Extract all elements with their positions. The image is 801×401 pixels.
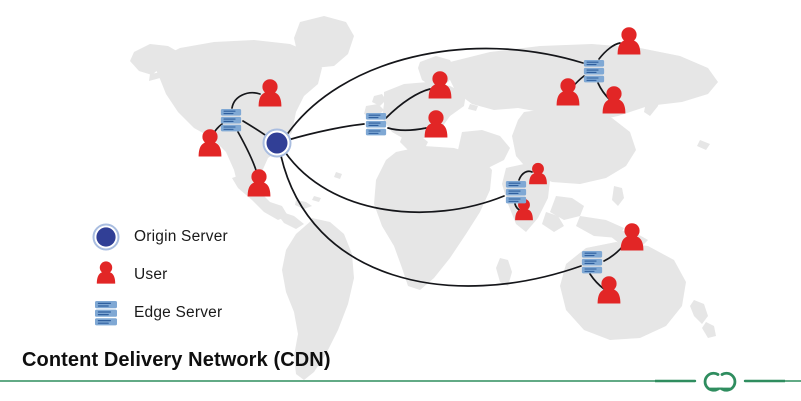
legend-item-edge-server: Edge Server [88, 294, 348, 332]
edge-server-node[interactable] [581, 250, 603, 274]
link-origin-edge-india [284, 151, 505, 214]
edge-server-icon [88, 298, 124, 328]
edge-server-node[interactable] [220, 108, 242, 132]
link-edge-india-user-1 [518, 170, 533, 181]
legend-item-user: User [88, 256, 348, 294]
world-map-background [130, 16, 718, 380]
legend-label-origin-server: Origin Server [134, 228, 228, 245]
legend-label-user: User [134, 266, 168, 283]
link-origin-edge-eu [287, 123, 365, 141]
page-title: Content Delivery Network (CDN) [22, 349, 331, 371]
user-icon [88, 260, 124, 290]
legend: Origin Server User [88, 218, 348, 332]
geeksforgeeks-logo[interactable] [655, 362, 785, 400]
legend-item-origin-server: Origin Server [88, 218, 348, 256]
edge-server-node[interactable] [505, 180, 527, 204]
link-origin-edge-asia [285, 47, 584, 137]
network-links [210, 42, 626, 290]
link-edge-eu-user-2 [387, 127, 427, 132]
origin-server-node[interactable] [262, 128, 292, 158]
legend-label-edge-server: Edge Server [134, 304, 223, 321]
link-edge-eu-user-1 [385, 88, 431, 119]
link-origin-edge-au [280, 155, 582, 287]
link-edge-na-user-1 [231, 91, 261, 109]
link-edge-asia-user-1 [598, 42, 621, 60]
edge-server-node[interactable] [365, 112, 387, 136]
edge-server-node[interactable] [583, 59, 605, 83]
origin-server-icon [88, 222, 124, 252]
